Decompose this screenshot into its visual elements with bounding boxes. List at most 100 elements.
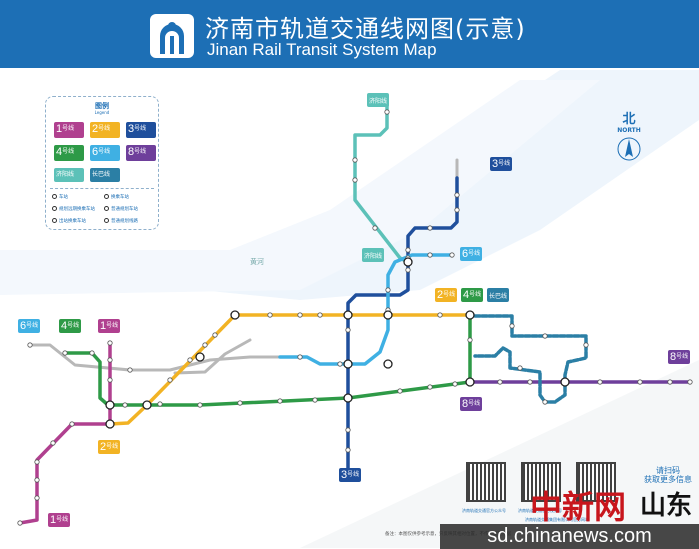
legend-symbol: 普通规划线路: [104, 218, 138, 224]
station[interactable]: [427, 252, 433, 258]
jinan-metro-logo: [150, 14, 194, 58]
line-1: [18, 341, 112, 525]
qr-label: 济南轨道交通官方公众号: [462, 508, 506, 513]
station[interactable]: [687, 379, 693, 385]
interchange-station[interactable]: [343, 359, 353, 369]
station[interactable]: [62, 350, 68, 356]
header: 济南市轨道交通线网图(示意) Jinan Rail Transit System…: [0, 0, 699, 68]
line-6-west-planned: [28, 343, 282, 372]
interchange-station[interactable]: [142, 400, 152, 410]
interchange-station[interactable]: [105, 419, 115, 429]
station[interactable]: [372, 225, 378, 231]
line2-badge: 2号线: [435, 288, 458, 302]
station[interactable]: [352, 157, 358, 163]
station[interactable]: [385, 287, 391, 293]
station[interactable]: [127, 367, 133, 373]
station[interactable]: [122, 402, 128, 408]
line8-badge: 8号线: [668, 350, 691, 364]
station[interactable]: [297, 354, 303, 360]
station[interactable]: [427, 225, 433, 231]
station[interactable]: [34, 459, 40, 465]
station[interactable]: [277, 398, 283, 404]
qr-code-video[interactable]: [521, 462, 561, 502]
interchange-station[interactable]: [230, 310, 240, 320]
line4-badge: 4号线: [461, 288, 484, 302]
station[interactable]: [405, 267, 411, 273]
station[interactable]: [542, 333, 548, 339]
station[interactable]: [107, 357, 113, 363]
interchange-station[interactable]: [560, 377, 570, 387]
station[interactable]: [202, 342, 208, 348]
interchange-station[interactable]: [195, 352, 205, 362]
station[interactable]: [345, 327, 351, 333]
station[interactable]: [454, 192, 460, 198]
station[interactable]: [345, 447, 351, 453]
line4-badge: 4号线: [59, 319, 82, 333]
legend-symbol: 普通规划车站: [104, 206, 138, 212]
station[interactable]: [317, 312, 323, 318]
station[interactable]: [107, 340, 113, 346]
station[interactable]: [312, 397, 318, 403]
river-label: 黄河: [250, 257, 264, 266]
station[interactable]: [237, 400, 243, 406]
changba-line: [473, 314, 588, 404]
legend-symbol: 出站换乘车站: [52, 218, 86, 224]
interchange-station[interactable]: [343, 310, 353, 320]
station[interactable]: [667, 379, 673, 385]
station[interactable]: [297, 312, 303, 318]
interchange-station[interactable]: [343, 393, 353, 403]
station[interactable]: [454, 207, 460, 213]
station[interactable]: [157, 401, 163, 407]
station[interactable]: [34, 495, 40, 501]
jiyang-line: [353, 103, 410, 264]
qr-code-website[interactable]: [576, 462, 616, 502]
station[interactable]: [517, 365, 523, 371]
station[interactable]: [597, 379, 603, 385]
station[interactable]: [17, 520, 23, 526]
map-title-english: Jinan Rail Transit System Map: [207, 40, 437, 59]
station[interactable]: [197, 402, 203, 408]
station[interactable]: [449, 252, 455, 258]
interchange-station[interactable]: [383, 310, 393, 320]
station[interactable]: [452, 381, 458, 387]
station[interactable]: [427, 384, 433, 390]
interchange-station[interactable]: [465, 310, 475, 320]
station[interactable]: [437, 312, 443, 318]
interchange-station[interactable]: [465, 377, 475, 387]
line-2-planned: [173, 338, 252, 375]
station[interactable]: [69, 421, 75, 427]
station[interactable]: [352, 177, 358, 183]
station[interactable]: [467, 337, 473, 343]
north-label-english: NORTH: [617, 127, 641, 134]
station[interactable]: [187, 357, 193, 363]
line6-badge: 6号线: [460, 247, 483, 261]
qr-code-wechat[interactable]: [466, 462, 506, 502]
station[interactable]: [509, 323, 515, 329]
station[interactable]: [212, 332, 218, 338]
line-4: [63, 314, 472, 407]
legend-jiyang-line: 济阳线: [54, 168, 84, 182]
line1-badge: 1号线: [98, 319, 121, 333]
station[interactable]: [527, 379, 533, 385]
north-label: 北: [622, 112, 636, 127]
station[interactable]: [34, 477, 40, 483]
station[interactable]: [267, 312, 273, 318]
station[interactable]: [27, 342, 33, 348]
interchange-station[interactable]: [403, 257, 413, 267]
station[interactable]: [397, 388, 403, 394]
station[interactable]: [345, 427, 351, 433]
station[interactable]: [89, 350, 95, 356]
interchange-station[interactable]: [105, 400, 115, 410]
station[interactable]: [384, 109, 390, 115]
station[interactable]: [405, 247, 411, 253]
station[interactable]: [337, 361, 343, 367]
station[interactable]: [583, 342, 589, 348]
station[interactable]: [637, 379, 643, 385]
station[interactable]: [542, 399, 548, 405]
station[interactable]: [167, 377, 173, 383]
station[interactable]: [107, 377, 113, 383]
interchange-station[interactable]: [383, 359, 393, 369]
station[interactable]: [497, 379, 503, 385]
station[interactable]: [50, 440, 56, 446]
